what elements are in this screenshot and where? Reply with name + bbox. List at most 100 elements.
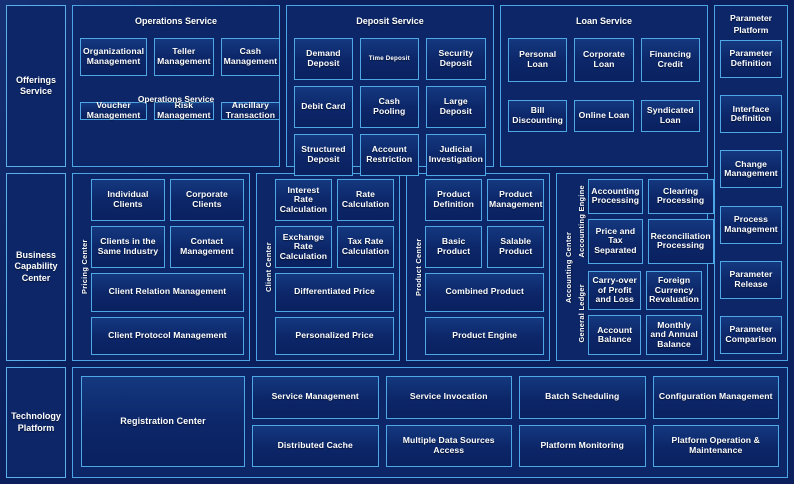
- item-personalized-price[interactable]: Personalized Price: [274, 316, 395, 355]
- item-interface-definition[interactable]: Interface Definition: [720, 95, 782, 134]
- item-reconciliation-processing[interactable]: Reconciliation Processing: [647, 218, 714, 264]
- tech-column-3: Batch Scheduling Platform Monitoring: [519, 376, 646, 467]
- group-client-center: Client Center Interest Rate Calculation …: [255, 173, 401, 361]
- group-title-operations-service: Operations Service: [134, 16, 218, 26]
- item-organizational-management[interactable]: Organizational Management: [80, 38, 148, 76]
- item-salable-product[interactable]: Salable Product: [487, 226, 545, 268]
- offerings-service-groups: Operations Service Operations Service Or…: [72, 5, 708, 176]
- item-account-restriction[interactable]: Account Restriction: [359, 134, 419, 176]
- item-product-engine[interactable]: Product Engine: [425, 316, 545, 355]
- subgroup-accounting-engine: Accounting Engine Accounting Processing …: [575, 179, 714, 264]
- item-corporate-loan[interactable]: Corporate Loan: [574, 38, 634, 82]
- item-security-deposit[interactable]: Security Deposit: [425, 38, 486, 80]
- item-price-and-tax-separated[interactable]: Price and Tax Separated: [588, 218, 643, 264]
- item-parameter-comparison[interactable]: Parameter Comparison: [720, 316, 782, 354]
- item-batch-scheduling[interactable]: Batch Scheduling: [519, 376, 646, 419]
- item-client-relation-management[interactable]: Client Relation Management: [91, 273, 244, 312]
- group-title-parameter-platform: Parameter Platform: [729, 13, 773, 36]
- item-platform-monitoring[interactable]: Platform Monitoring: [519, 424, 646, 467]
- tech-column-2: Service Invocation Multiple Data Sources…: [385, 376, 512, 467]
- item-debit-card[interactable]: Debit Card: [294, 86, 353, 128]
- item-parameter-definition[interactable]: Parameter Definition: [720, 39, 782, 78]
- group-loan-service: Loan Service Personal Loan Corporate Loa…: [500, 5, 708, 167]
- operations-service-items: Organizational Management Teller Managem…: [80, 38, 281, 120]
- group-deposit-service: Deposit Service Demand Deposit Time Depo…: [286, 5, 494, 176]
- item-corporate-clients[interactable]: Corporate Clients: [169, 179, 244, 221]
- row-label-technology-platform: Technology Platform: [6, 367, 66, 478]
- item-cash-management[interactable]: Cash Management: [220, 38, 281, 76]
- item-configuration-management[interactable]: Configuration Management: [652, 376, 779, 419]
- item-syndicated-loan[interactable]: Syndicated Loan: [640, 100, 700, 132]
- vlabel-client-center: Client Center: [263, 242, 273, 292]
- subgroup-general-ledger: General Ledger Carry-over of Profit and …: [575, 270, 702, 355]
- item-foreign-currency-revaluation[interactable]: Foreign Currency Revaluation: [646, 270, 702, 311]
- group-accounting-center: Accounting Center Accounting Engine Acco…: [556, 173, 714, 361]
- item-tax-rate-calculation[interactable]: Tax Rate Calculation: [337, 226, 395, 268]
- item-clearing-processing[interactable]: Clearing Processing: [647, 179, 714, 214]
- item-account-balance[interactable]: Account Balance: [588, 315, 642, 355]
- item-process-management[interactable]: Process Management: [720, 205, 782, 244]
- row-label-offerings-service: Offerings Service: [6, 5, 66, 167]
- group-parameter-platform: Parameter Platform Parameter Definition …: [714, 5, 788, 361]
- item-contact-management[interactable]: Contact Management: [169, 226, 244, 268]
- item-ancillary-transaction[interactable]: Ancillary Transaction: [220, 101, 281, 120]
- deposit-service-items: Demand Deposit Time Deposit Security Dep…: [294, 38, 486, 176]
- item-judicial-investigation[interactable]: Judicial Investigation: [425, 134, 486, 176]
- parameter-platform-items: Parameter Definition Interface Definitio…: [720, 39, 782, 354]
- item-change-management[interactable]: Change Management: [720, 150, 782, 189]
- item-large-deposit[interactable]: Large Deposit: [425, 86, 486, 128]
- item-cash-pooling[interactable]: Cash Pooling: [359, 86, 419, 128]
- vlabel-pricing-center: Pricing Center: [80, 239, 89, 295]
- item-time-deposit[interactable]: Time Deposit: [359, 38, 419, 80]
- item-service-management[interactable]: Service Management: [252, 376, 379, 419]
- tech-column-1: Service Management Distributed Cache: [252, 376, 379, 467]
- business-capability-row: Business Capability Center Pricing Cente…: [6, 173, 788, 361]
- item-clients-in-the-same-industry[interactable]: Clients in the Same Industry: [91, 226, 165, 268]
- item-rate-calculation[interactable]: Rate Calculation: [337, 179, 395, 221]
- item-service-invocation[interactable]: Service Invocation: [385, 376, 512, 419]
- tech-column-4: Configuration Management Platform Operat…: [652, 376, 779, 467]
- item-teller-management[interactable]: Teller Management: [154, 38, 214, 76]
- technology-platform-items: Registration Center Service Management D…: [72, 367, 788, 478]
- item-interest-rate-calculation[interactable]: Interest Rate Calculation: [274, 179, 332, 221]
- vlabel-accounting-center: Accounting Center: [564, 231, 574, 303]
- pricing-center-items: Individual Clients Corporate Clients Cli…: [91, 179, 244, 355]
- loan-service-items: Personal Loan Corporate Loan Financing C…: [508, 38, 700, 132]
- item-risk-management[interactable]: Risk Management: [154, 101, 214, 120]
- item-registration-center[interactable]: Registration Center: [81, 376, 245, 467]
- item-product-definition[interactable]: Product Definition: [425, 179, 483, 221]
- item-individual-clients[interactable]: Individual Clients: [91, 179, 165, 221]
- technology-platform-row: Technology Platform Registration Center …: [6, 367, 788, 478]
- item-personal-loan[interactable]: Personal Loan: [508, 38, 568, 82]
- item-structured-deposit[interactable]: Structured Deposit: [294, 134, 353, 176]
- item-accounting-processing[interactable]: Accounting Processing: [588, 179, 643, 214]
- business-capability-groups: Pricing Center Individual Clients Corpor…: [72, 173, 714, 361]
- vlabel-product-center: Product Center: [414, 238, 424, 296]
- item-monthly-and-annual-balance[interactable]: Monthly and Annual Balance: [646, 315, 702, 355]
- vlabel-general-ledger: General Ledger: [577, 283, 587, 342]
- item-platform-operation-maintenance[interactable]: Platform Operation & Maintenance: [652, 424, 779, 467]
- item-distributed-cache[interactable]: Distributed Cache: [252, 424, 379, 467]
- item-bill-discounting[interactable]: Bill Discounting: [508, 100, 568, 132]
- item-client-protocol-management[interactable]: Client Protocol Management: [91, 316, 244, 355]
- item-exchange-rate-calculation[interactable]: Exchange Rate Calculation: [274, 226, 332, 268]
- group-pricing-center: Pricing Center Individual Clients Corpor…: [72, 173, 250, 361]
- accounting-center-subgroups: Accounting Engine Accounting Processing …: [575, 179, 714, 355]
- offerings-service-row: Offerings Service Operations Service Ope…: [6, 5, 788, 361]
- item-differentiated-price[interactable]: Differentiated Price: [274, 273, 395, 312]
- item-combined-product[interactable]: Combined Product: [425, 273, 545, 312]
- item-basic-product[interactable]: Basic Product: [425, 226, 483, 268]
- client-center-items: Interest Rate Calculation Rate Calculati…: [274, 179, 395, 355]
- product-center-items: Product Definition Product Management Ba…: [425, 179, 545, 355]
- item-multiple-data-sources-access[interactable]: Multiple Data Sources Access: [385, 424, 512, 467]
- item-voucher-management[interactable]: Voucher Management: [80, 101, 148, 120]
- group-title-loan-service: Loan Service: [575, 16, 633, 26]
- item-parameter-release[interactable]: Parameter Release: [720, 260, 782, 299]
- item-online-loan[interactable]: Online Loan: [574, 100, 634, 132]
- group-title-deposit-service: Deposit Service: [356, 16, 424, 26]
- item-financing-credit[interactable]: Financing Credit: [640, 38, 700, 82]
- item-carry-over-of-profit-and-loss[interactable]: Carry-over of Profit and Loss: [588, 270, 642, 311]
- item-demand-deposit[interactable]: Demand Deposit: [294, 38, 353, 80]
- item-product-management[interactable]: Product Management: [487, 179, 545, 221]
